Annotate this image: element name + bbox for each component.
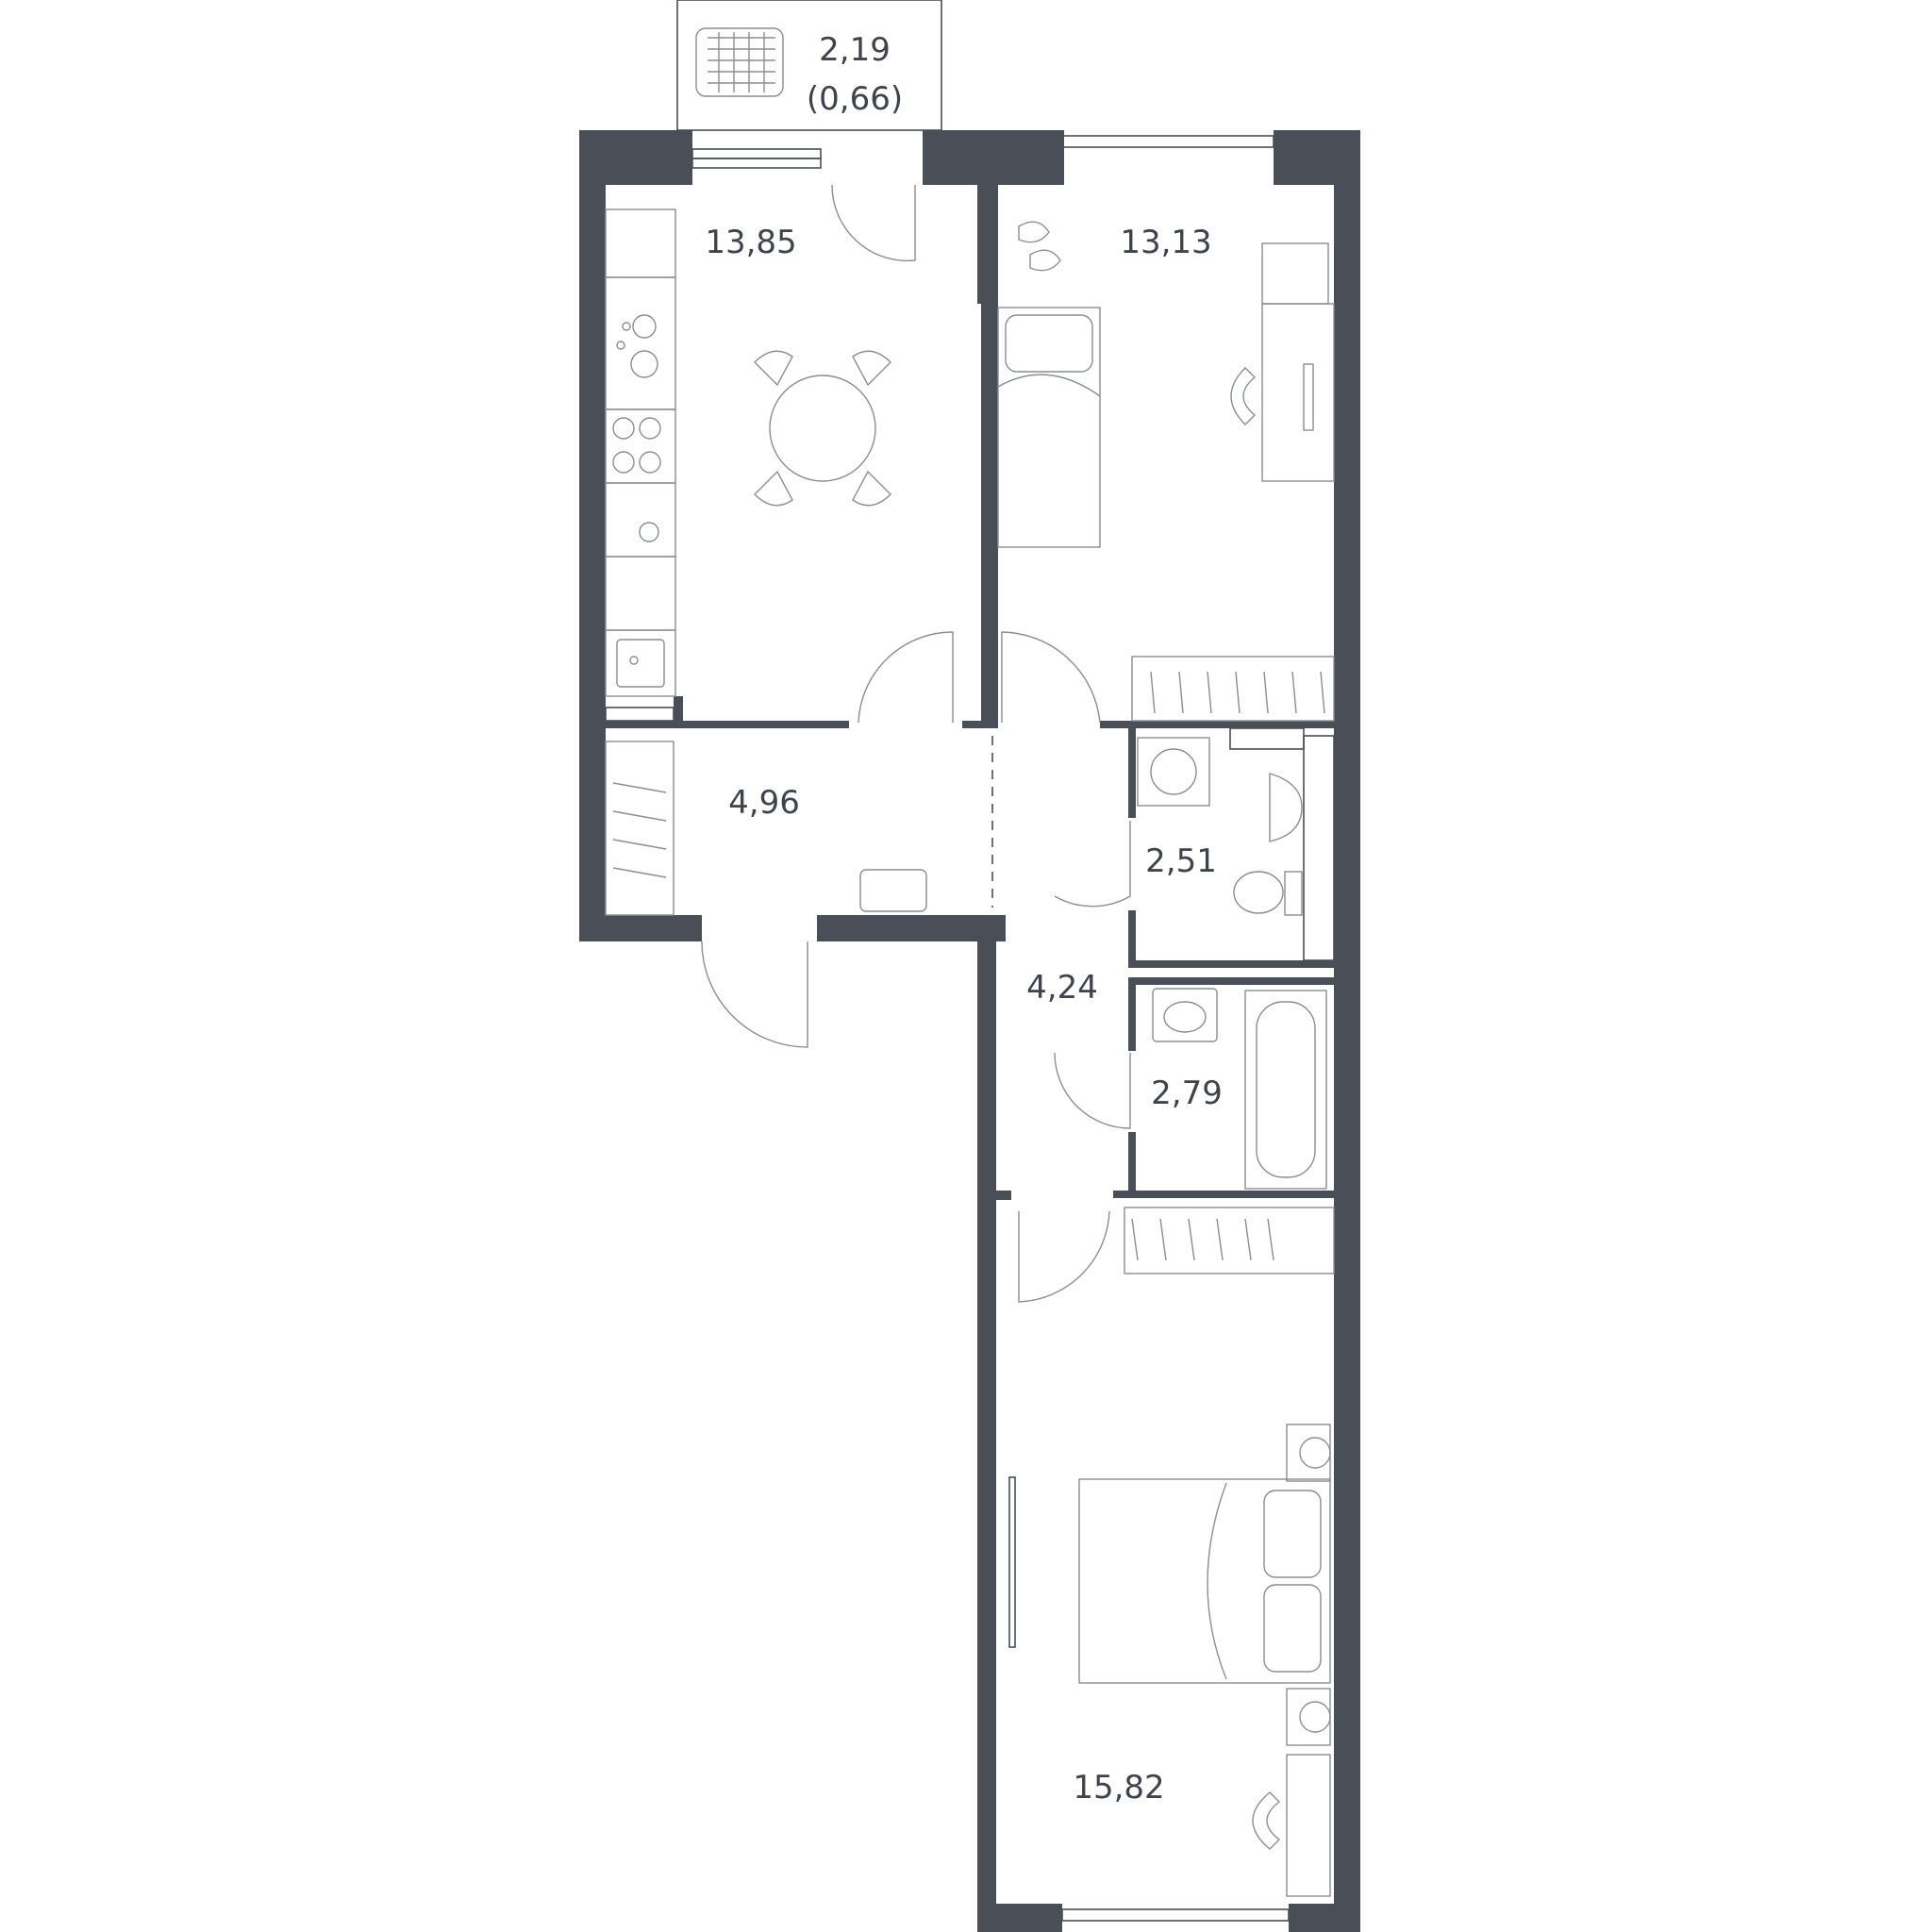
- desk-icon: [1261, 242, 1335, 482]
- dining-table-icon: [754, 350, 891, 507]
- balcony-area-reduced: (0,66): [807, 80, 903, 118]
- bedroom-2-furniture: [1008, 1207, 1335, 1897]
- hall-furniture: [605, 741, 927, 916]
- exterior-walls: [579, 130, 1360, 1932]
- bathroom-furniture: [1152, 988, 1327, 1190]
- toilet-icon: [1233, 871, 1303, 916]
- bedroom-1-area: 13,13: [1120, 224, 1211, 261]
- bedroom-2-area: 15,82: [1073, 1769, 1164, 1807]
- bathtub-icon: [1244, 990, 1327, 1190]
- bathroom-area: 2,79: [1151, 1074, 1223, 1112]
- wardrobe-icon: [605, 741, 675, 916]
- kitchen-area: 13,85: [705, 224, 796, 261]
- balcony-area: 2,19: [819, 31, 891, 69]
- bed-icon: [1078, 1478, 1331, 1684]
- bed-icon: [997, 307, 1101, 548]
- toilet-area: 2,51: [1145, 842, 1217, 880]
- hall-area: 4,96: [728, 784, 800, 822]
- balcony-basket-icon: [695, 27, 784, 97]
- wardrobe-icon: [1131, 656, 1335, 722]
- interior-walls: [605, 696, 1335, 1200]
- desk-icon: [1286, 1754, 1331, 1897]
- wardrobe-icon: [1124, 1207, 1335, 1274]
- chair-icon: [1252, 1791, 1281, 1850]
- plant-icon: [1018, 221, 1061, 272]
- toilet-furniture: [1137, 737, 1303, 916]
- washbasin-icon: [1152, 988, 1218, 1042]
- area-labels: 2,19 (0,66) 13,85 13,13 4,96 2,51 4,24 2…: [705, 31, 1223, 1807]
- stove-icon: [605, 408, 676, 484]
- chair-icon: [1230, 367, 1257, 425]
- washing-machine-icon: [1137, 737, 1210, 807]
- balcony: [676, 0, 942, 131]
- corridor-area: 4,24: [1026, 969, 1098, 1007]
- doors: [701, 184, 1131, 1303]
- sink-icon: [605, 629, 676, 697]
- kitchen-furniture: [605, 208, 891, 697]
- bedroom-1-furniture: [997, 221, 1335, 722]
- washbasin-icon: [1269, 773, 1303, 842]
